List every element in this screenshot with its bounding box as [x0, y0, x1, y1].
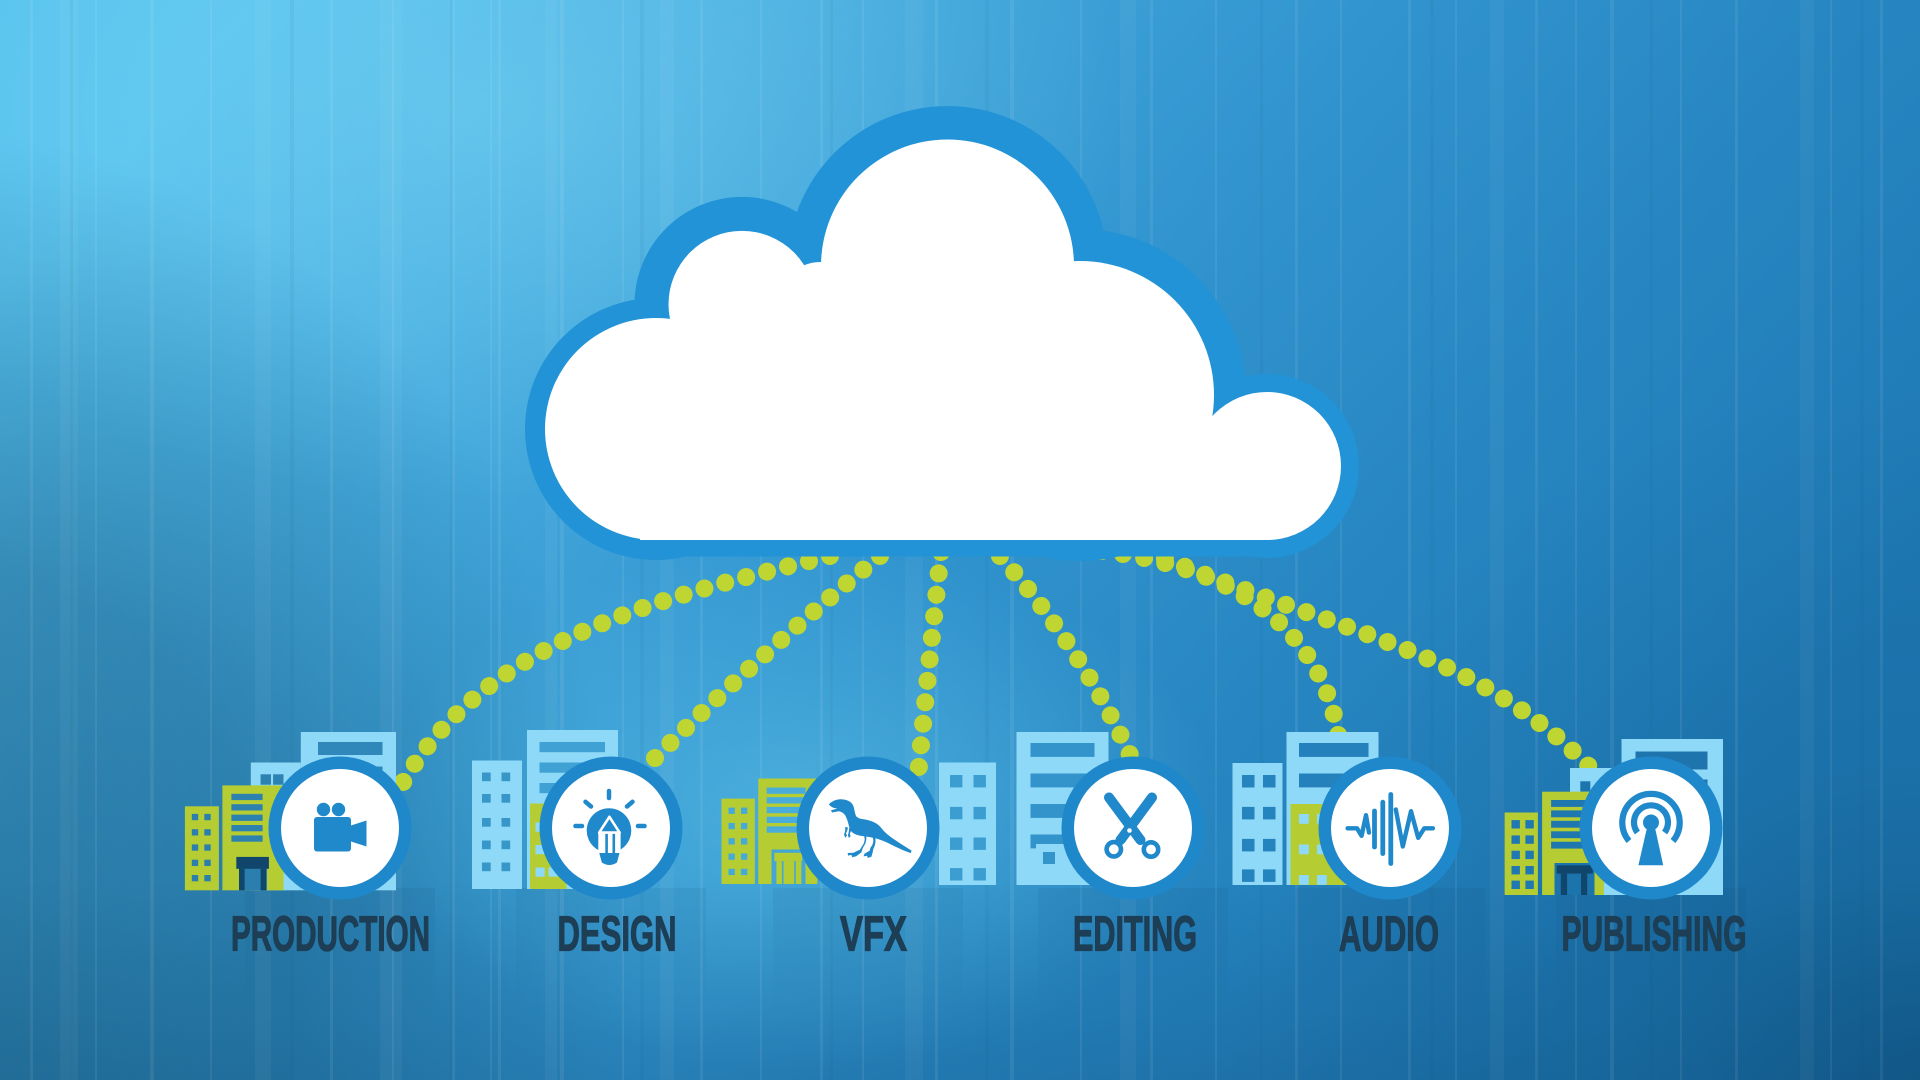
- svg-text:PUBLISHING: PUBLISHING: [1562, 908, 1747, 962]
- svg-text:EDITING: EDITING: [1073, 908, 1197, 962]
- svg-text:AUDIO: AUDIO: [1339, 908, 1439, 962]
- svg-text:VFX: VFX: [840, 908, 907, 962]
- svg-text:PRODUCTION: PRODUCTION: [231, 908, 430, 962]
- svg-text:DESIGN: DESIGN: [558, 908, 677, 962]
